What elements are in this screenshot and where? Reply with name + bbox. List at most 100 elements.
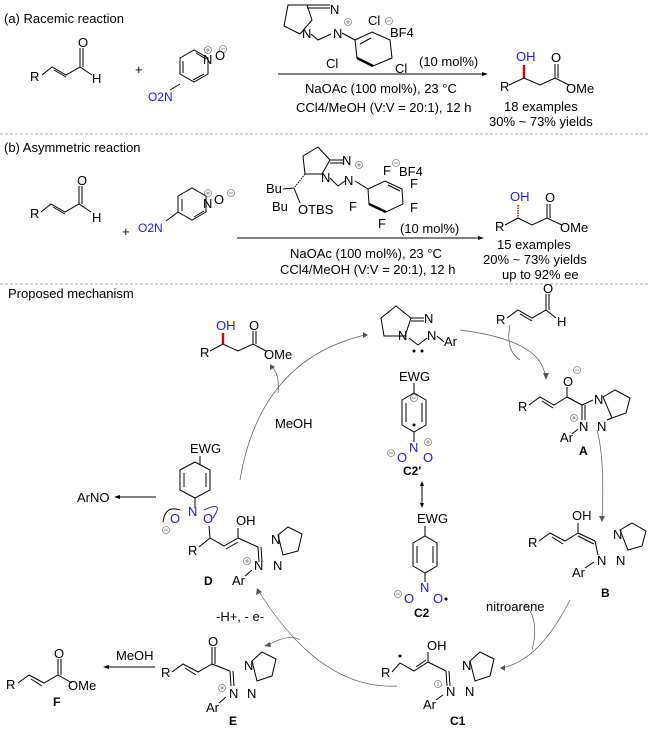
r-label: R xyxy=(30,69,39,84)
label-d: D xyxy=(204,574,213,588)
h-label: H xyxy=(92,71,101,86)
h-label: H xyxy=(92,210,101,225)
ar-label: Ar xyxy=(232,573,246,588)
ome-label: OMe xyxy=(560,220,588,235)
section-b-catalyst: N N N Bu Bu OTBS F F F F F BF4 (10 mol%) xyxy=(266,146,459,236)
n-label: N xyxy=(229,686,238,701)
ar-label: Ar xyxy=(572,565,586,580)
r-label: R xyxy=(6,677,15,692)
f-label: F xyxy=(410,200,418,215)
r-label: R xyxy=(30,206,39,221)
bu-label: Bu xyxy=(272,199,288,214)
label-f: F xyxy=(53,695,60,709)
r-label: R xyxy=(518,399,527,414)
intermediate-a: R O N N N Ar A xyxy=(518,366,631,458)
mechanism-title: Proposed mechanism xyxy=(8,286,134,301)
section-b-enal: R O H xyxy=(30,173,101,225)
r-label: R xyxy=(495,219,504,234)
intermediate-c2-prime: EWG N O O C2' xyxy=(387,369,433,478)
r-label: R xyxy=(200,345,209,360)
bf4-label: BF4 xyxy=(399,164,423,179)
f-label: F xyxy=(410,176,418,191)
section-a-product: OH O R OMe xyxy=(500,49,594,96)
o-label: O xyxy=(249,318,259,333)
label-e: E xyxy=(229,714,237,728)
nhc-carbene: N N N Ar xyxy=(380,305,458,353)
n-label: N xyxy=(344,173,353,188)
ewg-label: EWG xyxy=(190,441,221,456)
conditions-b-2: CCl4/MeOH (V:V = 20:1), 12 h xyxy=(280,262,455,277)
n-label: N xyxy=(302,26,311,41)
section-a-catalyst: N N N Cl Cl Cl BF4 (10 mol%) xyxy=(283,2,478,76)
oxidation-label: -H+, - e- xyxy=(216,609,264,624)
label-c1: C1 xyxy=(450,714,466,728)
section-b-title: (b) Asymmetric reaction xyxy=(4,140,141,155)
o2n-label: O2N xyxy=(148,90,173,104)
cycle-arc-top-left xyxy=(239,334,366,481)
section-b-nitropyridine-n-oxide: O2N N O xyxy=(138,187,235,235)
oh-label: OH xyxy=(572,508,592,523)
label-a: A xyxy=(579,444,588,458)
result-a-yields: 30% ~ 73% yields xyxy=(489,114,593,129)
ewg-label: EWG xyxy=(417,511,448,526)
n-label: N xyxy=(465,684,474,699)
ar-label: Ar xyxy=(444,334,458,349)
intermediate-d: EWG N O O R OH N N N Ar D xyxy=(162,441,303,588)
result-b-yields: 20% ~ 73% yields xyxy=(483,252,587,267)
nitroarene-label: nitroarene xyxy=(486,599,545,614)
cl-label: Cl xyxy=(368,13,380,28)
n-label: N xyxy=(616,553,625,568)
n-label: N xyxy=(342,153,351,168)
label-c2: C2 xyxy=(414,606,430,620)
product-f: R O OMe F xyxy=(6,646,96,709)
o-label: O xyxy=(170,511,180,526)
catalyst-loading: (10 mol%) xyxy=(400,221,459,236)
arno-label: ArNO xyxy=(77,490,110,505)
bf4-label: BF4 xyxy=(390,25,414,40)
meoh-label-top: MeOH xyxy=(275,416,313,431)
o-label: O xyxy=(77,173,87,188)
label-b: B xyxy=(601,586,610,600)
ome-label: OMe xyxy=(264,347,292,362)
n-label: N xyxy=(597,553,606,568)
intermediate-c2: EWG N O O C2 xyxy=(394,511,448,620)
oxidation-arrow xyxy=(267,637,301,646)
mechanism-product-hydroxy-ester: OH O R OMe xyxy=(200,318,292,362)
cl-label: Cl xyxy=(395,61,407,76)
o-label: O xyxy=(423,450,433,465)
n-label: N xyxy=(424,311,433,326)
n-label: N xyxy=(203,196,212,211)
bu-label: Bu xyxy=(266,181,282,196)
conditions-a-1: NaOAc (100 mol%), 23 °C xyxy=(305,81,457,96)
n-label: N xyxy=(579,419,588,434)
ar-label: Ar xyxy=(206,700,220,715)
o-label: O xyxy=(433,591,443,606)
o-label: O xyxy=(214,192,224,207)
result-b-ee: up to 92% ee xyxy=(502,267,579,282)
n-label: N xyxy=(427,328,436,343)
conditions-a-2: CCl4/MeOH (V:V = 20:1), 12 h xyxy=(296,100,471,115)
ar-label: Ar xyxy=(560,430,574,445)
r-label: R xyxy=(496,312,505,327)
n-label: N xyxy=(446,684,455,699)
aldehyde-addition-arrow xyxy=(508,324,521,361)
cycle-arc-right xyxy=(596,429,604,519)
o-label: O xyxy=(203,511,213,526)
result-b-examples: 15 examples xyxy=(497,237,571,252)
oh-label: OH xyxy=(216,318,236,333)
oh-label: OH xyxy=(236,513,256,528)
f-label: F xyxy=(378,216,386,231)
oh-label: OH xyxy=(510,189,530,204)
r-label: R xyxy=(381,665,390,680)
otbs-label: OTBS xyxy=(298,202,334,217)
n-label: N xyxy=(273,558,282,573)
meoh-label-bottom: MeOH xyxy=(116,648,154,663)
n-label: N xyxy=(321,170,330,185)
r-label: R xyxy=(161,665,170,680)
r-label: R xyxy=(188,543,197,558)
n-label: N xyxy=(594,392,603,407)
meoh-product-arrow xyxy=(271,366,279,394)
ewg-label: EWG xyxy=(399,369,430,384)
n-label: N xyxy=(254,558,263,573)
f-label: F xyxy=(383,163,391,178)
